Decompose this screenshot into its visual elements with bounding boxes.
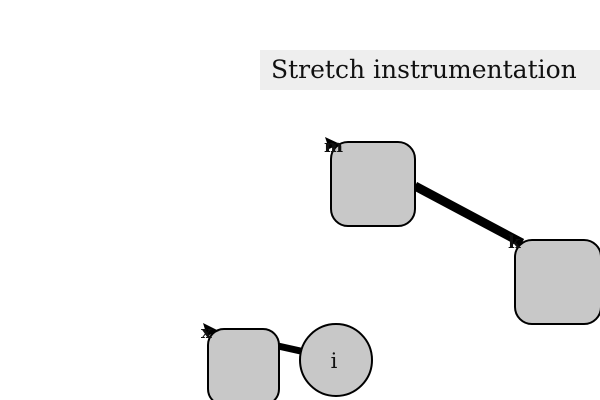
node-i[interactable]: i: [299, 323, 373, 397]
node-k-port-label: k: [508, 232, 521, 253]
node-i-circle: [299, 323, 373, 397]
node-k[interactable]: k: [508, 232, 600, 325]
diagram-title: Stretch instrumentation: [260, 50, 600, 90]
node-m-port-label: m: [324, 136, 343, 157]
node-x-port-label: x: [201, 322, 212, 343]
edge-m-to-k: [412, 182, 525, 247]
node-k-box: [514, 239, 600, 325]
node-m-port-marker: [325, 137, 340, 149]
node-x-port-marker: [203, 323, 219, 336]
node-i-label: i: [331, 349, 338, 373]
node-m-box: [330, 141, 416, 227]
node-m[interactable]: m: [324, 136, 416, 227]
node-x[interactable]: x: [201, 322, 280, 400]
node-x-box: [207, 328, 280, 400]
